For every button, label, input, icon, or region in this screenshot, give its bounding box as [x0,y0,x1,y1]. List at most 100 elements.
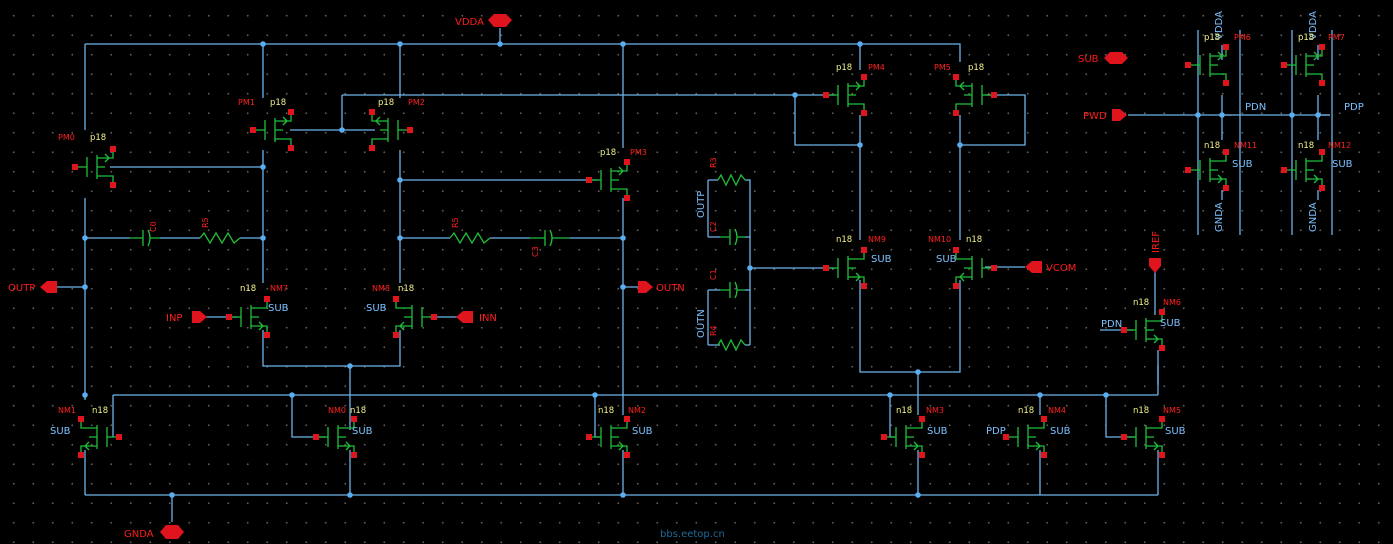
device-sub-nm9: SUB [871,254,892,265]
net-vdda-pm7: VDDA [1308,11,1319,40]
pin-square [1319,44,1325,50]
device-name-nm10: NM10 [928,235,951,244]
transistor-nm7[interactable] [226,296,270,338]
pin-square [953,283,959,289]
transistor-nm4[interactable] [1003,416,1047,458]
wires [55,28,1333,522]
port-gnda-shape[interactable] [160,525,184,539]
port-vcom-shape[interactable] [1025,261,1042,273]
device-name-pm6: PM6 [1234,33,1251,42]
transistor-nm11[interactable] [1185,149,1229,191]
device-sub-nm11: SUB [1232,159,1253,170]
pin-square [861,74,867,80]
device-sub-nm12: SUB [1332,159,1353,170]
pin-square [264,332,270,338]
pin-square [881,434,887,440]
pin-square [78,416,84,422]
pin-square [1003,434,1009,440]
port-label-pwd: PWD [1083,111,1107,122]
port-inn-shape[interactable] [456,311,473,323]
pin-square [861,110,867,116]
net-gnda-nm12: GNDA [1308,202,1319,232]
port-outn-shape[interactable] [638,281,653,293]
transistor-nm10[interactable] [953,247,997,289]
transistor-pm0[interactable] [72,146,116,188]
transistor-nm8[interactable] [393,296,437,338]
pin-square [78,452,84,458]
pin-square [823,265,829,271]
port-outp-shape[interactable] [40,281,57,293]
pin-square [624,416,630,422]
device-sub-nm4: SUB [1050,426,1071,437]
pin-square [861,283,867,289]
net-gnda-nm11: GNDA [1214,202,1225,232]
transistor-pm2[interactable] [369,109,413,151]
transistor-nm0[interactable] [313,416,357,458]
pin-square [1121,327,1127,333]
transistor-nm6[interactable] [1121,309,1165,351]
transistor-nm2[interactable] [586,416,630,458]
transistor-nm1[interactable] [78,416,122,458]
port-inp-shape[interactable] [192,311,207,323]
transistor-pm5[interactable] [953,74,997,116]
pin-square [288,145,294,151]
pin-square [110,146,116,152]
port-label-sub: SUB [1078,54,1099,65]
device-name-nm9: NM9 [868,235,886,244]
pin-square [288,109,294,115]
pin-square [1041,416,1047,422]
transistor-pm6[interactable] [1185,44,1229,86]
device-model-nm12: n18 [1298,141,1314,151]
transistor-nm3[interactable] [881,416,925,458]
passive-r4: R4 [709,325,718,336]
device-sub-nm2: SUB [632,426,653,437]
pin-square [991,92,997,98]
transistor-pm3[interactable] [586,159,630,201]
transistor-pm7[interactable] [1281,44,1325,86]
net-pdp-right: PDP [1344,102,1364,113]
ports [40,14,1161,539]
watermark: bbs.eetop.cn [660,529,725,540]
pin-square [586,177,592,183]
device-name-pm3: PM3 [630,148,647,157]
net-pdn-nm6: PDN [1101,319,1122,330]
device-sub-nm3: SUB [927,426,948,437]
device-model-pm3: p18 [600,148,616,158]
pin-square [1223,44,1229,50]
device-sub-nm0: SUB [352,426,373,437]
pin-square [991,265,997,271]
port-label-iref: IREF [1151,231,1162,253]
device-model-nm11: n18 [1204,141,1220,151]
pin-square [624,452,630,458]
device-model-nm6: n18 [1133,298,1149,308]
passive-c0: C0 [149,221,158,232]
transistor-nm5[interactable] [1121,416,1165,458]
device-model-pm6: p18 [1204,33,1220,43]
port-iref-shape[interactable] [1149,258,1161,273]
pin-square [1159,345,1165,351]
transistor-nm9[interactable] [823,247,867,289]
device-model-pm2: p18 [378,98,394,108]
pin-square [226,314,232,320]
device-name-nm12: NM12 [1328,141,1351,150]
port-vdda-shape[interactable] [488,14,512,27]
port-label-vcom: VCOM [1046,263,1076,274]
device-sub-nm5: SUB [1165,426,1186,437]
transistor-pm1[interactable] [250,109,294,151]
transistor-nm12[interactable] [1281,149,1325,191]
transistor-pm4[interactable] [823,74,867,116]
pin-square [919,452,925,458]
port-pwd-shape[interactable] [1112,109,1127,121]
pin-square [369,145,375,151]
device-sub-nm8: SUB [366,303,387,314]
device-name-nm0: NM0 [328,406,346,415]
pin-square [823,92,829,98]
device-name-nm4: NM4 [1048,406,1066,415]
device-model-nm1: n18 [92,406,108,416]
port-sub-shape[interactable] [1104,52,1128,64]
device-name-nm2: NM2 [628,406,646,415]
pin-square [1223,80,1229,86]
pin-square [1159,452,1165,458]
